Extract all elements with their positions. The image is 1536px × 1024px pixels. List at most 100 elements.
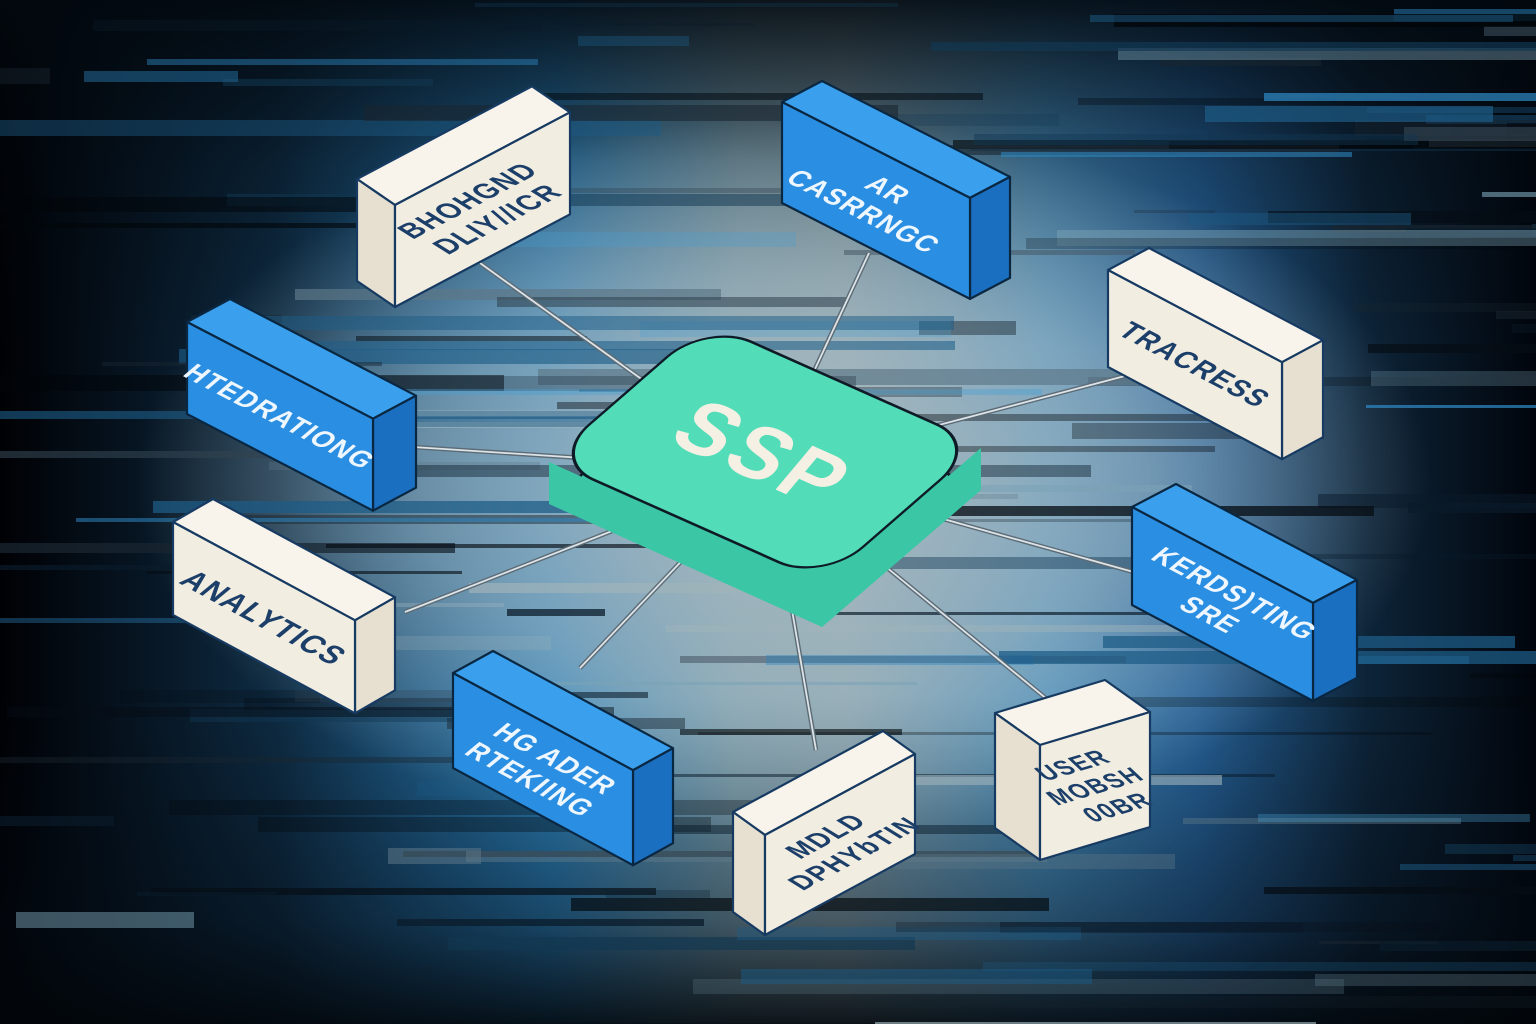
glitch-stripe (1078, 98, 1536, 105)
glitch-stripe (1189, 213, 1411, 225)
glitch-stripe (507, 609, 605, 616)
node-front-face (171, 520, 357, 715)
glitch-stripe (699, 519, 1242, 522)
glitch-stripe (1470, 673, 1536, 678)
glitch-stripe (693, 979, 1344, 994)
node-front-face (780, 100, 972, 300)
glitch-stripe (326, 544, 875, 548)
glitch-stripe (242, 316, 954, 330)
node-front-face (393, 111, 572, 309)
hub-box-side (549, 448, 981, 627)
node-user-mobsh-00br: USERMOBSH00BR (993, 678, 1160, 862)
node-front-face (1106, 268, 1284, 461)
glitch-stripe (852, 996, 1536, 1008)
glitch-stripe (356, 336, 587, 341)
glitch-stripe (453, 682, 917, 685)
glitch-stripe (974, 134, 1418, 145)
glitch-stripe (1001, 152, 1352, 157)
glitch-stripe (0, 68, 50, 84)
glitch-stripe (84, 71, 238, 82)
glitch-stripe (1315, 974, 1536, 986)
glitch-stripe (737, 927, 1081, 940)
glitch-stripe (475, 3, 898, 7)
glitch-stripe (766, 655, 1034, 665)
glitch-stripe (551, 23, 754, 26)
glitch-stripe (1484, 26, 1536, 36)
glitch-stripe (880, 446, 1215, 452)
glitch-stripe (295, 289, 721, 300)
hub-node: SSP (549, 335, 981, 627)
glitch-stripe (1090, 15, 1513, 22)
glitch-stripe (1183, 818, 1461, 824)
glitch-stripe (406, 188, 897, 193)
node-side-face (1280, 339, 1325, 461)
glitch-stripe (983, 962, 1536, 971)
glitch-stripe (1408, 503, 1536, 513)
glitch-stripe (1366, 405, 1536, 408)
glitch-stripe (931, 42, 1536, 51)
glitch-stripe (1258, 814, 1530, 822)
glitch-stripe (0, 223, 413, 228)
glitch-stripe (448, 937, 915, 950)
glitch-stripe (1482, 192, 1536, 197)
glitch-stripe (894, 145, 1339, 155)
glitch-stripe (1264, 93, 1536, 101)
node-side-face (631, 747, 675, 867)
glitch-stripe (1264, 887, 1536, 894)
glitch-stripe (531, 93, 983, 100)
glitch-stripe (137, 892, 277, 896)
glitch-stripe (1368, 344, 1536, 353)
glitch-stripe (606, 890, 710, 899)
glitch-stripe (680, 729, 902, 735)
glitch-stripe (894, 854, 1175, 869)
glitch-stripe (811, 612, 1267, 615)
glitch-stripe (7, 707, 614, 717)
glitch-stripe (1429, 139, 1536, 147)
glitch-stripe (1371, 371, 1536, 386)
glitch-stripe (397, 919, 704, 926)
glitch-stripe (1268, 211, 1536, 223)
glitch-stripe (683, 506, 1374, 516)
glitch-stripe (1246, 554, 1536, 559)
glitch-stripe (147, 59, 538, 65)
node-mdld-dphybtin: MDLDDPHYbTIN (731, 729, 929, 937)
node-tracress: TRACRESS (1106, 246, 1325, 461)
glitch-stripe (1026, 238, 1536, 249)
node-side-face (731, 810, 767, 937)
glitch-stripe (0, 757, 582, 763)
glitch-stripe (1380, 941, 1536, 951)
glitch-stripe (1205, 106, 1493, 122)
glitch-stripe (1512, 324, 1536, 333)
glitch-stripe (193, 410, 775, 417)
glitch-stripe (0, 618, 321, 623)
glitch-stripe (1057, 230, 1536, 246)
node-side-face (968, 175, 1012, 300)
node-front-face (1038, 710, 1152, 862)
glitch-stripe (388, 848, 481, 864)
glitch-stripe (1000, 922, 1303, 933)
node-bhohgnd-dliy-icr: BHOHGNDDLIY//ICR (355, 85, 572, 309)
glitch-stripe (497, 297, 847, 307)
glitch-stripe (875, 1022, 1316, 1024)
glitch-stripe (953, 140, 1536, 149)
node-front-face (763, 752, 917, 937)
glitch-stripe (1513, 855, 1536, 861)
glitch-stripe (369, 636, 551, 650)
glitch-stripe (578, 36, 689, 46)
glitch-stripe (0, 816, 114, 826)
glitch-stripe (315, 341, 955, 350)
glitch-stripe (1319, 941, 1438, 944)
glitch-stripe (120, 690, 320, 703)
glitch-stripe (1404, 127, 1536, 141)
node-front-face (185, 320, 375, 512)
glitch-stripe (1406, 228, 1536, 237)
glitch-stripe (469, 583, 742, 593)
node-front-face (451, 671, 635, 867)
glitch-stripe (1134, 210, 1215, 213)
glitch-stripe (296, 422, 845, 428)
glitch-stripe (1160, 58, 1321, 66)
glitch-stripe (680, 656, 1126, 663)
